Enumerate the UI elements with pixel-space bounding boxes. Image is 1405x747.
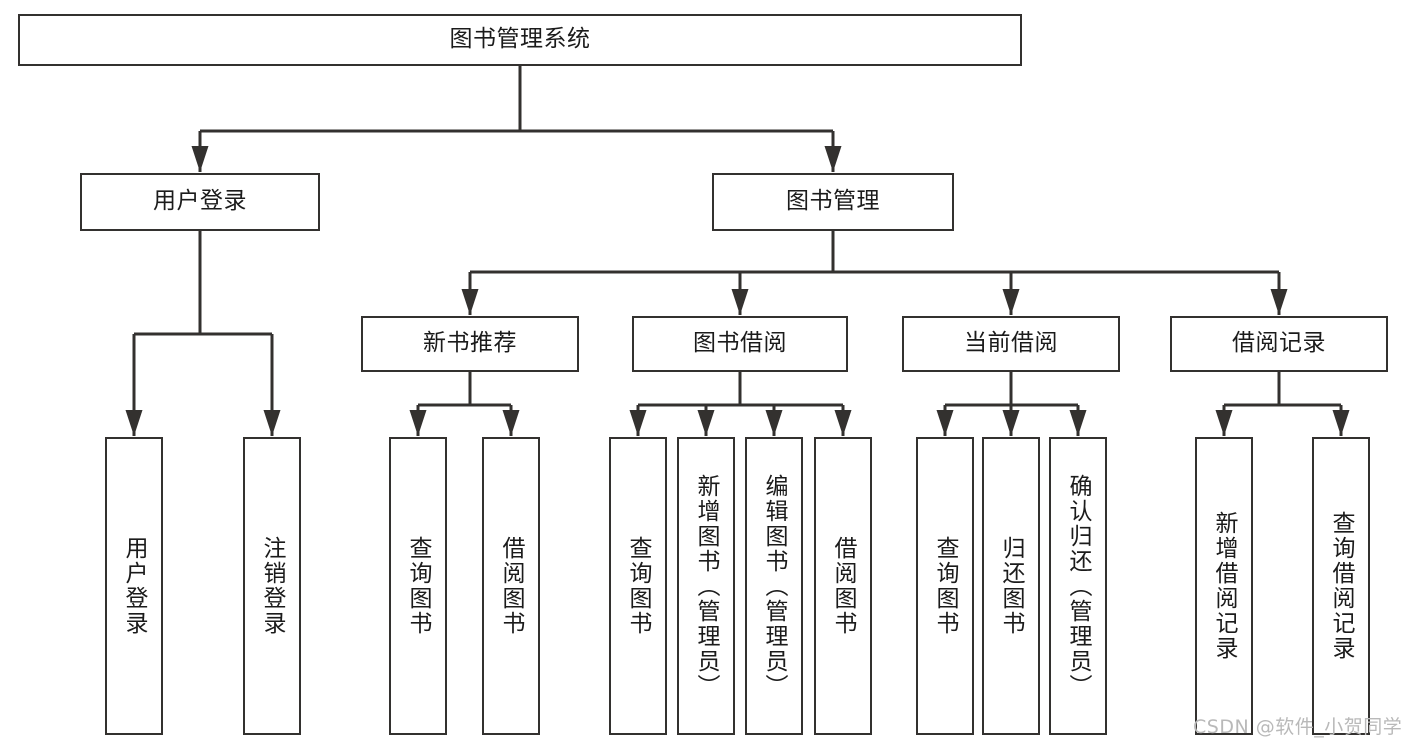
node-label: 注销登录 <box>259 536 286 636</box>
node-root[interactable]: 图书管理系统 <box>18 14 1022 66</box>
node-label: 当前借阅 <box>964 330 1058 357</box>
node-label: 新增借阅记录 <box>1211 511 1238 661</box>
node-label: 新书推荐 <box>423 330 517 357</box>
node-label: 用户登录 <box>121 536 148 636</box>
node-leaf-query-book-2[interactable]: 查询图书 <box>609 437 667 735</box>
node-borrow-record[interactable]: 借阅记录 <box>1170 316 1388 372</box>
node-label: 借阅图书 <box>498 536 525 636</box>
node-leaf-query-record[interactable]: 查询借阅记录 <box>1312 437 1370 735</box>
node-leaf-add-book[interactable]: 新增图书（管理员） <box>677 437 735 735</box>
node-label: 图书管理 <box>786 188 880 215</box>
node-label: 新增图书（管理员） <box>693 473 720 699</box>
node-label: 归还图书 <box>998 536 1025 636</box>
node-label: 借阅图书 <box>830 536 857 636</box>
node-user-login[interactable]: 用户登录 <box>80 173 320 231</box>
node-label: 查询图书 <box>932 536 959 636</box>
node-leaf-confirm-return[interactable]: 确认归还（管理员） <box>1049 437 1107 735</box>
node-leaf-query-book-1[interactable]: 查询图书 <box>389 437 447 735</box>
node-book-manage[interactable]: 图书管理 <box>712 173 954 231</box>
node-leaf-query-book-3[interactable]: 查询图书 <box>916 437 974 735</box>
node-label: 用户登录 <box>153 188 247 215</box>
node-new-book-recommend[interactable]: 新书推荐 <box>361 316 579 372</box>
node-book-borrow[interactable]: 图书借阅 <box>632 316 848 372</box>
node-leaf-borrow-book-1[interactable]: 借阅图书 <box>482 437 540 735</box>
node-leaf-user-login[interactable]: 用户登录 <box>105 437 163 735</box>
node-label: 查询图书 <box>405 536 432 636</box>
node-leaf-borrow-book-2[interactable]: 借阅图书 <box>814 437 872 735</box>
node-leaf-logout[interactable]: 注销登录 <box>243 437 301 735</box>
node-label: 借阅记录 <box>1232 330 1326 357</box>
node-label: 图书借阅 <box>693 330 787 357</box>
node-leaf-return-book[interactable]: 归还图书 <box>982 437 1040 735</box>
node-label: 编辑图书（管理员） <box>761 473 788 699</box>
node-label: 查询借阅记录 <box>1328 511 1355 661</box>
node-leaf-add-record[interactable]: 新增借阅记录 <box>1195 437 1253 735</box>
node-leaf-edit-book[interactable]: 编辑图书（管理员） <box>745 437 803 735</box>
node-label: 确认归还（管理员） <box>1065 473 1092 699</box>
node-label: 查询图书 <box>625 536 652 636</box>
node-label: 图书管理系统 <box>449 26 591 53</box>
node-current-borrow[interactable]: 当前借阅 <box>902 316 1120 372</box>
